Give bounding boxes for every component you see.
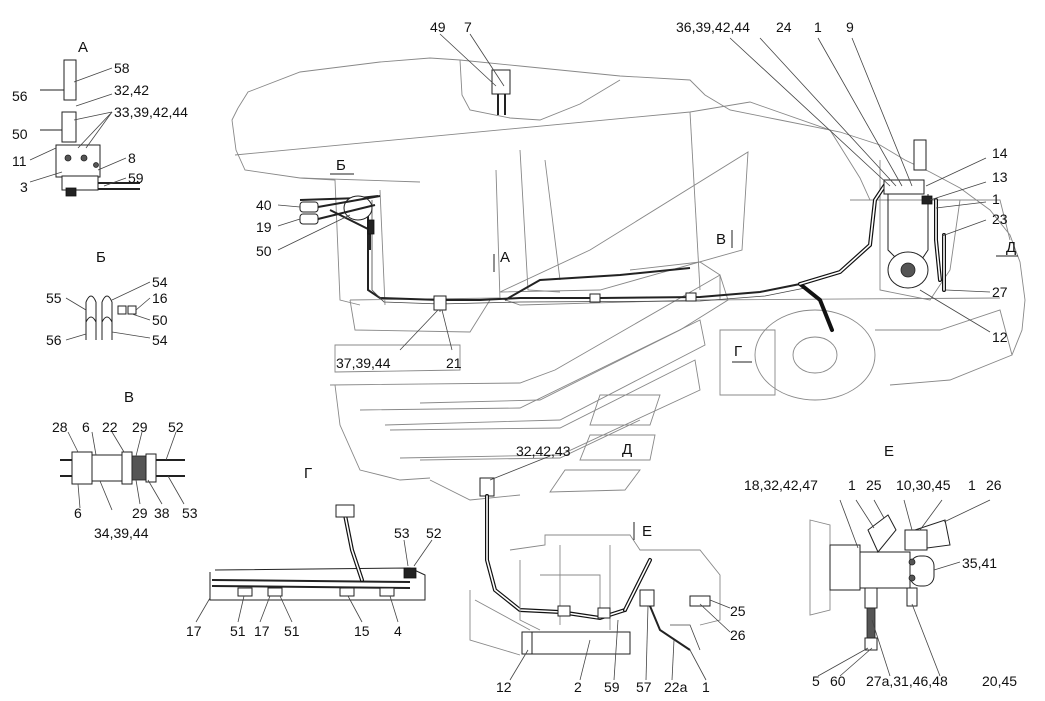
callout-label: 9 bbox=[846, 19, 854, 35]
machine-body-outline bbox=[231, 57, 1026, 501]
callout-label: 6 bbox=[82, 419, 90, 435]
callout-label: 1 bbox=[848, 477, 856, 493]
callout-label: 6 bbox=[74, 505, 82, 521]
callout-label: 22 bbox=[102, 419, 118, 435]
view-a-inset bbox=[40, 59, 140, 197]
callout-label: 11 bbox=[12, 153, 27, 169]
section-title-g: Г bbox=[304, 465, 312, 482]
callout-label: 29 bbox=[132, 419, 148, 435]
callout-label: 18,32,42,47 bbox=[744, 477, 818, 493]
callout-label: 10,30,45 bbox=[896, 477, 951, 493]
callout-label: 25 bbox=[866, 477, 882, 493]
main-marker-d: Д bbox=[622, 441, 632, 458]
view-g-inset bbox=[209, 504, 426, 601]
callout-label: 55 bbox=[46, 290, 62, 306]
callout-label: 51 bbox=[230, 623, 246, 639]
pump-unit-right bbox=[883, 139, 946, 292]
section-title-v: В bbox=[124, 389, 134, 406]
callout-label: 50 bbox=[256, 243, 272, 259]
callout-label: 54 bbox=[152, 332, 168, 348]
callout-label: 57 bbox=[636, 679, 652, 695]
callout-label: 34,39,44 bbox=[94, 525, 149, 541]
callout-label: 12 bbox=[496, 679, 512, 695]
callout-label: 1 bbox=[968, 477, 976, 493]
main-marker-d-right: Д bbox=[1006, 239, 1016, 256]
callout-label: 22а bbox=[664, 679, 688, 695]
callout-label: 40 bbox=[256, 197, 272, 213]
section-title-b: Б bbox=[96, 249, 106, 266]
left-fittings bbox=[299, 195, 381, 235]
callout-label: 29 bbox=[132, 505, 148, 521]
callout-label: 26 bbox=[986, 477, 1002, 493]
callout-label: 60 bbox=[830, 673, 846, 689]
clamp-fitting-21 bbox=[433, 292, 697, 311]
callout-label: 58 bbox=[114, 60, 130, 76]
callout-label: 23 bbox=[992, 211, 1008, 227]
callout-label: 3 bbox=[20, 179, 28, 195]
callout-label: 21 bbox=[446, 355, 462, 371]
callout-label: 51 bbox=[284, 623, 300, 639]
callout-label: 1 bbox=[814, 19, 822, 35]
callout-label: 50 bbox=[12, 126, 28, 142]
callout-label: 59 bbox=[604, 679, 620, 695]
view-v-inset bbox=[60, 451, 185, 485]
leader-lines bbox=[29, 33, 991, 681]
callout-label: 56 bbox=[46, 332, 62, 348]
view-b-inset bbox=[85, 295, 137, 340]
callout-label: 17 bbox=[186, 623, 202, 639]
callout-label: 16 bbox=[152, 290, 168, 306]
callout-label: 56 bbox=[12, 88, 28, 104]
main-marker-v: В bbox=[716, 231, 726, 248]
callout-label: 50 bbox=[152, 312, 168, 328]
callout-label: 17 bbox=[254, 623, 270, 639]
section-title-a: А bbox=[78, 39, 88, 56]
callout-label: 13 bbox=[992, 169, 1008, 185]
section-title-e: Е bbox=[884, 443, 894, 460]
main-marker-g: Г bbox=[734, 343, 742, 360]
view-e-inset bbox=[809, 514, 951, 651]
callout-label: 28 bbox=[52, 419, 68, 435]
callout-label: 19 bbox=[256, 219, 272, 235]
top-valve-assembly bbox=[491, 69, 511, 115]
section-markers bbox=[330, 173, 1018, 540]
callout-label: 5 bbox=[812, 673, 820, 689]
callout-label: 53 bbox=[394, 525, 410, 541]
callout-label: 59 bbox=[128, 170, 144, 186]
callout-label: 24 bbox=[776, 19, 792, 35]
callout-label: 49 bbox=[430, 19, 446, 35]
lower-machine-unit bbox=[469, 534, 721, 656]
lower-hose bbox=[479, 477, 652, 621]
callout-label: 32,42,43 bbox=[516, 443, 571, 459]
callout-label: 54 bbox=[152, 274, 168, 290]
main-marker-e: Е bbox=[642, 523, 652, 540]
callout-label: 53 bbox=[182, 505, 198, 521]
callout-label: 33,39,42,44 bbox=[114, 104, 188, 120]
callout-label: 1 bbox=[702, 679, 710, 695]
callout-label: 20,45 bbox=[982, 673, 1017, 689]
callout-label: 12 bbox=[992, 329, 1008, 345]
main-pipelines bbox=[299, 183, 887, 332]
callout-label: 2 bbox=[574, 679, 582, 695]
callout-label: 35,41 bbox=[962, 555, 997, 571]
callout-label: 37,39,44 bbox=[336, 355, 391, 371]
callout-label: 27а,31,46,48 bbox=[866, 673, 948, 689]
callout-label: 25 bbox=[730, 603, 746, 619]
main-marker-a: А bbox=[500, 249, 510, 266]
callout-label: 15 bbox=[354, 623, 370, 639]
callout-label: 26 bbox=[730, 627, 746, 643]
callout-label: 8 bbox=[128, 150, 136, 166]
callout-label: 27 bbox=[992, 284, 1008, 300]
callout-label: 32,42 bbox=[114, 82, 149, 98]
main-marker-b: Б bbox=[336, 157, 346, 174]
callout-label: 36,39,42,44 bbox=[676, 19, 750, 35]
callout-label: 52 bbox=[168, 419, 184, 435]
callout-label: 4 bbox=[394, 623, 402, 639]
callout-label: 52 bbox=[426, 525, 442, 541]
callout-label: 14 bbox=[992, 145, 1008, 161]
callout-label: 38 bbox=[154, 505, 170, 521]
callout-label: 7 bbox=[464, 19, 472, 35]
callout-label: 1 bbox=[992, 191, 1000, 207]
